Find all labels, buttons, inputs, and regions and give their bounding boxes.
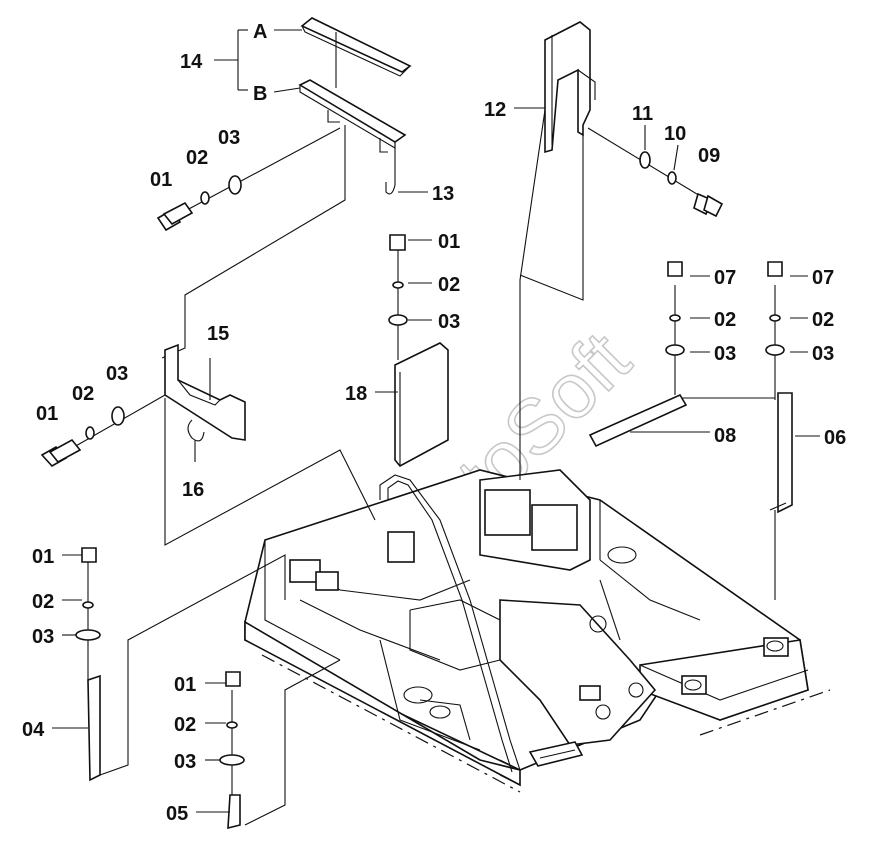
label-03-b: 03 (812, 343, 834, 365)
label-01-left: 01 (36, 403, 58, 425)
label-06: 06 (824, 427, 846, 449)
label-14b: B (253, 83, 267, 105)
assembly-lines (59, 109, 776, 826)
label-10: 10 (664, 123, 686, 145)
label-01-lower-left: 01 (32, 546, 54, 568)
label-14a: A (253, 21, 267, 43)
center-line-left (261, 654, 521, 793)
label-01-mid: 01 (438, 231, 460, 253)
label-02-upper: 02 (186, 147, 208, 169)
label-02-bottom: 02 (174, 714, 196, 736)
bolt-group-upper-right (639, 151, 724, 218)
label-03-mid: 03 (438, 311, 460, 333)
label-05: 05 (166, 803, 188, 825)
part-18-plate (388, 234, 449, 468)
part-12-bracket (544, 21, 596, 154)
part-14-cover-a (300, 17, 412, 77)
label-03-a: 03 (714, 343, 736, 365)
label-12: 12 (484, 99, 506, 121)
label-18: 18 (345, 383, 367, 405)
label-07-b: 07 (812, 267, 834, 289)
label-03-lower-left: 03 (32, 626, 54, 648)
part-16-clip (187, 419, 205, 442)
part-13-pin (385, 142, 396, 195)
label-02-mid: 02 (438, 274, 460, 296)
label-03-bottom: 03 (174, 751, 196, 773)
label-02-a: 02 (714, 309, 736, 331)
label-07-a: 07 (714, 267, 736, 289)
label-04: 04 (22, 719, 45, 741)
label-01-bottom: 01 (174, 674, 196, 696)
label-14: 14 (180, 51, 203, 73)
part-08-bracket (588, 261, 688, 448)
label-03-left: 03 (106, 363, 128, 385)
label-08: 08 (714, 425, 736, 447)
base-frame (244, 469, 809, 787)
label-16: 16 (182, 479, 204, 501)
bolt-group-middle-left (40, 406, 125, 468)
center-line-right (699, 689, 831, 736)
label-01-upper: 01 (150, 169, 172, 191)
part-15-plate (164, 343, 246, 442)
label-15: 15 (207, 323, 229, 345)
label-leaders (52, 29, 820, 813)
label-02-lower-left: 02 (32, 591, 54, 613)
label-09: 09 (698, 145, 720, 167)
label-02-b: 02 (812, 309, 834, 331)
label-02-left: 02 (72, 383, 94, 405)
bolt-group-upper-left (156, 175, 242, 232)
part-05-bracket (219, 671, 245, 830)
label-03-upper: 03 (218, 127, 240, 149)
label-11: 11 (632, 103, 653, 125)
label-13: 13 (432, 183, 454, 205)
callout-labels: 14 A B 01 02 03 13 12 11 10 09 01 02 03 … (22, 21, 846, 825)
part-06-bracket (765, 261, 793, 514)
